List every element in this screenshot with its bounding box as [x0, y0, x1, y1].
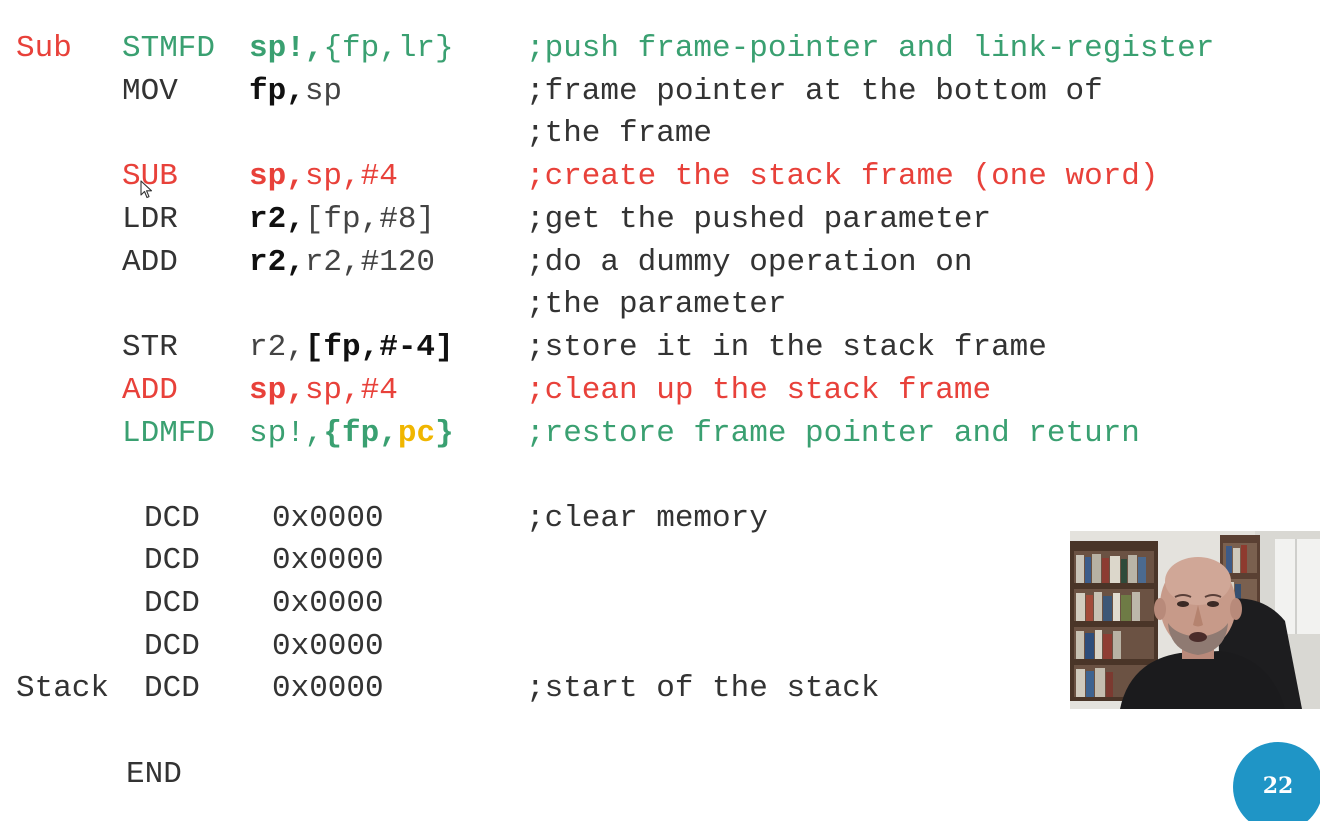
code-line-add-cleanup: ADD sp,sp,#4 ;clean up the stack frame	[0, 369, 991, 412]
operands-mov: fp,sp	[249, 70, 342, 113]
operands-add: r2,r2,#120	[249, 241, 435, 284]
comment-sub: ;create the stack frame (one word)	[526, 159, 1159, 194]
code-line-end: END	[0, 753, 182, 796]
presenter-webcam[interactable]	[1070, 531, 1320, 709]
opcode-stmfd: STMFD	[122, 31, 216, 66]
code-line-stmfd: Sub STMFD sp!,{fp,lr} ;push frame-pointe…	[0, 27, 1214, 70]
operand-sp: sp	[304, 74, 343, 109]
comment-add-cleanup: ;clean up the stack frame	[526, 373, 992, 408]
operand-r2: r2,	[249, 202, 305, 237]
mouse-pointer-icon	[140, 180, 153, 199]
operands-sub: sp,sp,#4	[249, 155, 398, 198]
code-line-add: ADD r2,r2,#120 ;do a dummy operation on	[0, 241, 972, 284]
directive-dcd: DCD	[144, 671, 200, 706]
code-line-sub: SUB sp,sp,#4 ;create the stack frame (on…	[0, 155, 1159, 198]
comment-str: ;store it in the stack frame	[526, 330, 1047, 365]
comment-mov-cont: ;the frame	[526, 116, 713, 151]
operand-r2-imm: r2,#120	[304, 245, 436, 280]
operands-add-cleanup: sp,sp,#4	[249, 369, 398, 412]
comment-stmfd: ;push frame-pointer and link-register	[526, 31, 1215, 66]
operand-fp: fp,	[249, 74, 305, 109]
operand-sp-dest: sp,	[249, 159, 305, 194]
directive-end: END	[126, 757, 182, 792]
comment-add: ;do a dummy operation on	[526, 245, 973, 280]
dcd-value: 0x0000	[272, 501, 384, 536]
operand-list-close: }	[435, 416, 454, 451]
operand-fp-neg-offset: [fp,#-4]	[304, 330, 454, 365]
operands-ldr: r2,[fp,#8]	[249, 198, 435, 241]
slide-number: 22	[1262, 773, 1294, 799]
code-line-dcd-stack: Stack DCD 0x0000 ;start of the stack	[0, 667, 879, 710]
comment-stack: ;start of the stack	[526, 671, 880, 706]
label-sub: Sub	[16, 31, 72, 66]
opcode-str: STR	[122, 330, 178, 365]
operand-r2-dest: r2,	[249, 245, 305, 280]
opcode-add-cleanup: ADD	[122, 373, 178, 408]
comment-add-cont: ;the parameter	[526, 287, 787, 322]
comment-mov: ;frame pointer at the bottom of	[526, 74, 1103, 109]
code-line-mov: MOV fp,sp ;frame pointer at the bottom o…	[0, 70, 1103, 113]
opcode-mov: MOV	[122, 74, 178, 109]
dcd-value: 0x0000	[272, 671, 384, 706]
directive-dcd: DCD	[144, 629, 200, 664]
operand-fp-list: {fp,	[323, 416, 398, 451]
slide-number-badge: 22	[1233, 742, 1320, 821]
presenter-video-frame	[1070, 531, 1320, 709]
opcode-ldmfd: LDMFD	[122, 416, 216, 451]
code-line-dcd: DCD 0x0000	[0, 539, 384, 582]
code-line-dcd: DCD 0x0000	[0, 625, 384, 668]
dcd-value: 0x0000	[272, 586, 384, 621]
operands-str: r2,[fp,#-4]	[249, 326, 454, 369]
operand-sp-writeback-ldmfd: sp!,	[249, 416, 324, 451]
directive-dcd: DCD	[144, 586, 200, 621]
operand-sp-imm-cleanup: sp,#4	[304, 373, 398, 408]
operand-pc: pc	[397, 416, 436, 451]
operand-sp-imm: sp,#4	[304, 159, 398, 194]
comment-ldmfd: ;restore frame pointer and return	[526, 416, 1140, 451]
directive-dcd: DCD	[144, 543, 200, 578]
opcode-add: ADD	[122, 245, 178, 280]
dcd-value: 0x0000	[272, 543, 384, 578]
operand-register-list: {fp,lr}	[323, 31, 454, 66]
operand-sp-writeback: sp!,	[249, 31, 324, 66]
code-line-add-cont: ;the parameter	[0, 283, 786, 326]
operands-stmfd: sp!,{fp,lr}	[249, 27, 454, 70]
operand-r2-src: r2,	[249, 330, 305, 365]
code-line-ldmfd: LDMFD sp!,{fp,pc} ;restore frame pointer…	[0, 412, 1140, 455]
label-stack: Stack	[16, 671, 110, 706]
operands-ldmfd: sp!,{fp,pc}	[249, 412, 454, 455]
comment-ldr: ;get the pushed parameter	[526, 202, 992, 237]
comment-dcd: ;clear memory	[526, 501, 768, 536]
code-line-ldr: LDR r2,[fp,#8] ;get the pushed parameter	[0, 198, 991, 241]
opcode-ldr: LDR	[122, 202, 178, 237]
dcd-value: 0x0000	[272, 629, 384, 664]
operand-fp-offset: [fp,#8]	[304, 202, 436, 237]
opcode-sub: SUB	[122, 159, 178, 194]
operand-sp-dest-cleanup: sp,	[249, 373, 305, 408]
code-line-dcd: DCD 0x0000	[0, 582, 384, 625]
code-line-str: STR r2,[fp,#-4] ;store it in the stack f…	[0, 326, 1047, 369]
code-line-dcd: DCD 0x0000 ;clear memory	[0, 497, 768, 540]
code-line-mov-cont: ;the frame	[0, 112, 712, 155]
directive-dcd: DCD	[144, 501, 200, 536]
